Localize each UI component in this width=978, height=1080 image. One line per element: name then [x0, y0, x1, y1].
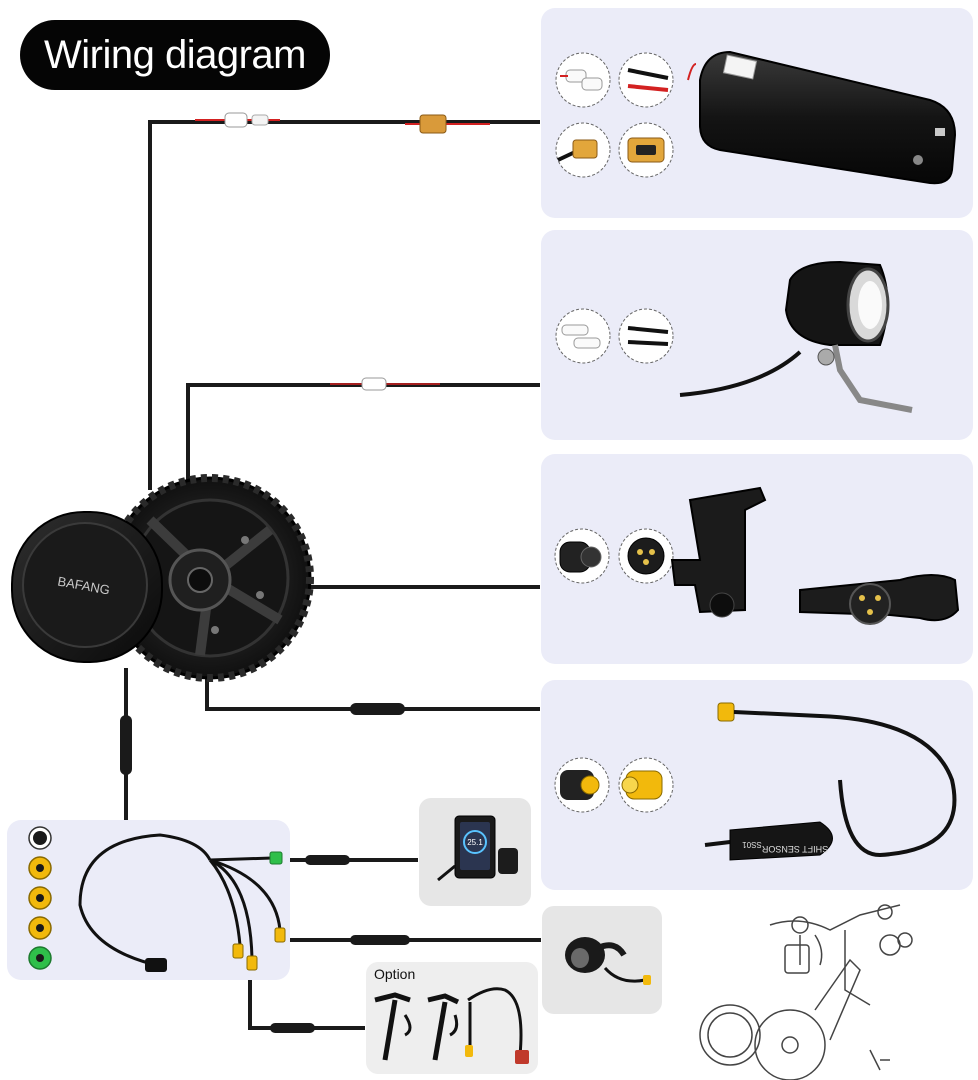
brake-levers-panel [366, 962, 538, 1074]
battery-cable-connectors [195, 112, 490, 134]
shift-sensor-code: SS01 [742, 840, 762, 849]
shift-cable-joint [350, 703, 405, 715]
shift-sensor-icon: SHIFT SENSOR SS01 [704, 702, 957, 861]
cable-brake-levers [248, 980, 365, 1030]
headlight-cable-connectors [330, 377, 440, 391]
battery-icon [687, 50, 957, 185]
cable-headlight [186, 383, 540, 480]
harness-cable-joint [120, 715, 132, 775]
brake-levers-icon [374, 987, 523, 1061]
harness-cable-icon [78, 833, 282, 968]
cable-battery [148, 120, 540, 490]
display-icon: 25.1 [437, 815, 518, 882]
headlight-connector-icons [555, 308, 674, 364]
speed-sensor-icon [670, 486, 960, 625]
option-label: Option [374, 966, 416, 982]
ebike-sketch-icon [699, 904, 913, 1080]
headlight-icon [679, 260, 913, 413]
shift-sensor-label: SHIFT SENSOR [761, 844, 828, 854]
shift-connector-icons [554, 757, 674, 813]
thumb-throttle-icon [565, 937, 651, 985]
motor-icon: BAFANG [11, 474, 314, 682]
page-title: Wiring diagram [20, 20, 330, 90]
harness-connector-icons [28, 826, 52, 970]
speed-sensor-connector-icons [554, 528, 674, 584]
display-reading: 25.1 [467, 838, 483, 847]
cable-shift-sensor [205, 665, 540, 711]
battery-connector-icons [555, 52, 674, 178]
harness-plugs [145, 851, 286, 972]
